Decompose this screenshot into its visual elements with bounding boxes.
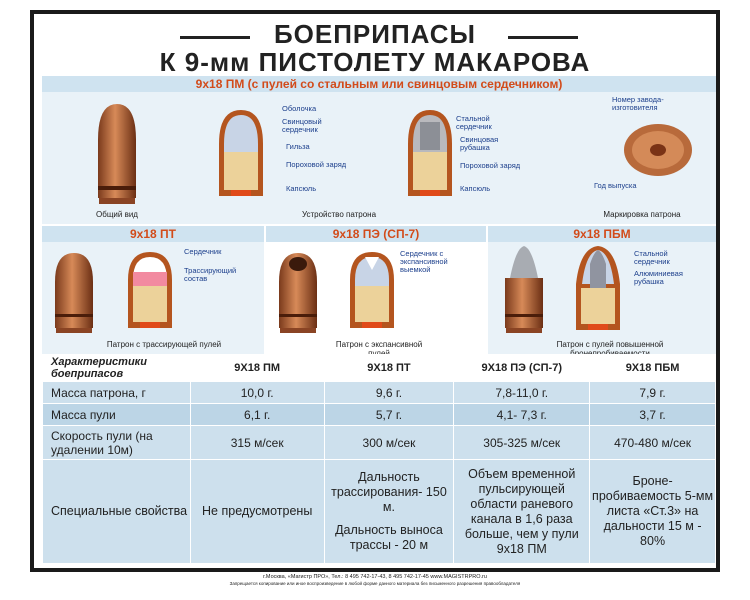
pe-heading: 9х18 ПЭ (СП-7) [266,226,486,242]
cell: 3,7 г. [589,403,716,426]
cell: 7,9 г. [589,381,716,404]
cell-special-pbm: Броне- пробиваемость 5-мм листа «Ст.3» н… [589,459,716,564]
cell: 300 м/сек [323,425,455,460]
title-rule-right [508,36,578,39]
header-col-pe: 9Х18 ПЭ (СП-7) [453,354,591,382]
label-pe-core: Сердечник с экспансивной выемкой [400,249,448,274]
title-rule-left [180,36,250,39]
pm-panel [42,76,716,224]
table-row-special: Специальные свойства Не предусмотрены Да… [42,459,716,564]
cell: 10,0 г. [189,381,325,404]
pt-caption: Патрон с трассирующей пулей [106,340,222,349]
cell-special-pt: Дальность трассирования- 150 м. Дальност… [323,459,455,564]
cell-special-pe: Объем временной пульсирующей области ран… [453,459,591,564]
cell-special-pm: Не предусмотрены [189,459,325,564]
cell: 315 м/сек [189,425,325,460]
pm-cartridge-image [98,104,136,204]
header-characteristics: Характеристики боеприпасов [42,354,191,382]
pbm-cartridge-image [505,246,543,333]
cell: 470-480 м/сек [589,425,716,460]
label-lead-jacket: Свинцовая рубашка [460,135,499,152]
special-pt-range: Дальность трассирования- 150 м. [331,470,447,514]
pbm-cutaway [576,246,620,330]
specs-table: Характеристики боеприпасов 9Х18 ПМ 9Х18 … [42,354,716,564]
label-shell: Оболочка [282,104,317,113]
label-powder-2: Пороховой заряд [460,161,521,170]
header-col-pm: 9Х18 ПМ [189,354,325,382]
table-header-row: Характеристики боеприпасов 9Х18 ПМ 9Х18 … [42,354,716,382]
cell: 4,1- 7,3 г. [453,403,591,426]
poster-title-line1: БОЕПРИПАСЫ [273,19,477,49]
poster-title-line2: К 9-мм ПИСТОЛЕТУ МАКАРОВА [159,47,591,77]
poster-frame: БОЕПРИПАСЫ К 9-мм ПИСТОЛЕТУ МАКАРОВА 9х1… [30,10,720,572]
cell: 5,7 г. [323,403,455,426]
label-lead-core: Свинцовый сердечник [282,117,322,134]
pt-cutaway [128,252,172,328]
table-row: Масса патрона, г 10,0 г. 9,6 г. 7,8-11,0… [42,381,716,404]
cell: 9,6 г. [323,381,455,404]
row-label: Масса патрона, г [42,381,191,404]
pm-general-view-caption: Общий вид [96,210,138,219]
table-row: Масса пули 6,1 г. 5,7 г. 4,1- 7,3 г. 3,7… [42,403,716,426]
label-pbm-al-jacket: Алюминиевая рубашка [634,269,683,286]
pm-marking-caption: Маркировка патрона [603,210,681,219]
label-steel-core: Стальной сердечник [456,114,492,131]
label-pt-core: Сердечник [184,247,222,256]
row-label: Специальные свойства [42,459,191,564]
cell: 6,1 г. [189,403,325,426]
pm-lead-core-cutaway [219,110,263,196]
footer-copyright: Запрещается копирование или иное воспрои… [229,581,521,586]
pt-cartridge-image [55,253,93,333]
pm-headstamp-image [624,124,692,176]
header-col-pt: 9Х18 ПТ [323,354,455,382]
pm-device-caption: Устройство патрона [301,210,377,219]
pe-cutaway [350,252,394,328]
pm-heading: 9х18 ПМ (с пулей со стальным или свинцов… [42,76,716,92]
pm-steel-core-cutaway [408,110,452,196]
label-powder: Пороховой заряд [286,160,347,169]
table-row: Скорость пули (на удалении 10м) 315 м/се… [42,425,716,460]
special-pt-trace: Дальность выноса трассы - 20 м [335,523,443,552]
pbm-caption: Патрон с пулей повышенной бронепробиваем… [556,340,664,358]
label-primer: Капсюль [286,184,317,193]
row-label: Масса пули [42,403,191,426]
label-primer-2: Капсюль [460,184,491,193]
cell: 305-325 м/сек [453,425,591,460]
row-label: Скорость пули (на удалении 10м) [42,425,191,460]
pe-cartridge-image [279,253,317,333]
cell: 7,8-11,0 г. [453,381,591,404]
label-pbm-steel-core: Стальной сердечник [634,249,670,266]
label-maker-number: Номер завода-изготовителя [612,95,664,112]
label-case: Гильза [286,142,310,151]
footer-contact: г.Москва, «Магистр ПРО», Тел.: 8 495 742… [263,574,487,580]
pbm-heading: 9х18 ПБМ [488,226,716,242]
pt-heading: 9х18 ПТ [42,226,264,242]
label-pt-tracer: Трассирующий состав [184,266,237,283]
header-col-pbm: 9Х18 ПБМ [589,354,716,382]
label-year: Год выпуска [594,181,637,190]
pe-caption: Патрон с экспансивной пулей [335,340,423,358]
